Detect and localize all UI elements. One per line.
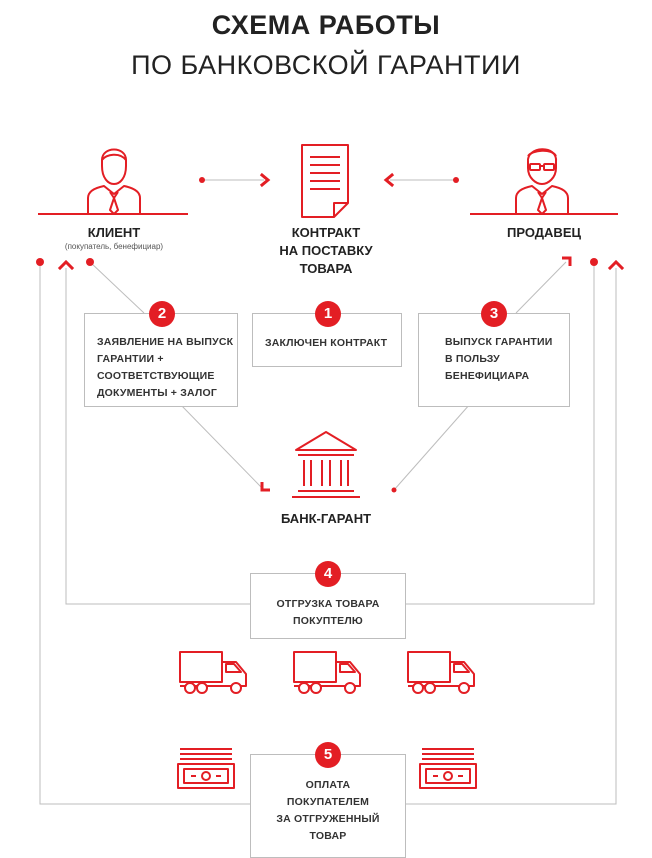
contract-label-line3: ТОВАРА [299, 261, 353, 276]
step-2-line3: СООТВЕТСТВУЮЩИЕ [97, 370, 215, 382]
step-5-line2: ПОКУПАТЕЛЕМ [286, 796, 370, 808]
step-3-badge: 3 [481, 301, 507, 327]
diagram-subtitle: ПО БАНКОВСКОЙ ГАРАНТИИ [131, 50, 521, 80]
money-stack-icon [419, 748, 477, 789]
step-4-line1: ОТГРУЗКА ТОВАРА [276, 598, 380, 610]
step-2-line4: ДОКУМЕНТЫ + ЗАЛОГ [97, 387, 218, 399]
step-5-badge: 5 [315, 742, 341, 768]
step-2-line2: ГАРАНТИИ + [97, 353, 164, 365]
money-stack-icon [177, 748, 235, 789]
bank-label: БАНК-ГАРАНТ [280, 511, 372, 526]
truck-icon [179, 651, 247, 694]
step-1-text: ЗАКЛЮЧЕН КОНТРАКТ [265, 337, 388, 349]
step-2-badge: 2 [149, 301, 175, 327]
contract-label-line1: КОНТРАКТ [291, 225, 361, 240]
bank-building-icon [292, 431, 360, 498]
contract-label-line2: НА ПОСТАВКУ [279, 243, 373, 258]
client-sublabel: (покупатель, бенефициар) [64, 242, 164, 251]
truck-icon [293, 651, 361, 694]
businessman-glasses-icon [515, 148, 569, 214]
step-5-box: ОПЛАТА ПОКУПАТЕЛЕМ ЗА ОТГРУЖЕННЫЙ ТОВАР [250, 754, 406, 858]
client-label: КЛИЕНТ [87, 225, 141, 240]
document-icon [301, 144, 349, 218]
step-3-line1: ВЫПУСК ГАРАНТИИ [445, 336, 553, 348]
diagram-title: СХЕМА РАБОТЫ [211, 10, 441, 40]
step-4-badge: 4 [315, 561, 341, 587]
step-1-badge: 1 [315, 301, 341, 327]
step-2-box: ЗАЯВЛЕНИЕ НА ВЫПУСК ГАРАНТИИ + СООТВЕТСТ… [84, 313, 238, 407]
step-3-box: ВЫПУСК ГАРАНТИИ В ПОЛЬЗУ БЕНЕФИЦИАРА [418, 313, 570, 407]
step-4-line2: ПОКУПТЕЛЮ [293, 615, 363, 627]
step-5-line3: ЗА ОТГРУЖЕННЫЙ [276, 813, 380, 825]
step-5-line1: ОПЛАТА [305, 779, 351, 791]
step-3-line2: В ПОЛЬЗУ [445, 353, 500, 365]
seller-label: ПРОДАВЕЦ [507, 225, 581, 240]
businessman-icon [87, 148, 141, 214]
step-3-line3: БЕНЕФИЦИАРА [445, 370, 530, 382]
contract-label: КОНТРАКТ НА ПОСТАВКУ ТОВАРА [246, 224, 406, 278]
truck-icon [407, 651, 475, 694]
step-5-line4: ТОВАР [309, 830, 347, 842]
step-2-line1: ЗАЯВЛЕНИЕ НА ВЫПУСК [97, 336, 234, 348]
